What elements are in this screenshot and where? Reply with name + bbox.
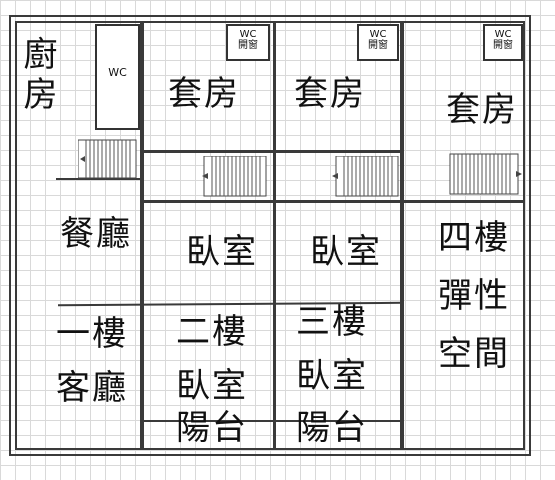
suite3-label: 套房 — [446, 90, 518, 130]
suite1-label: 套房 — [168, 74, 240, 114]
bedroom3-label: 臥室 — [310, 232, 382, 272]
suite3-wc-text2: 開窗 — [493, 40, 513, 51]
living-line1: 一樓 — [56, 314, 128, 354]
stair-3 — [332, 156, 399, 197]
wall-h-suite-bottom — [141, 150, 403, 153]
outer-wall-inner — [15, 21, 525, 450]
floor4-line2: 彈性 — [438, 276, 510, 316]
suite1-wc-text2: 開窗 — [238, 40, 258, 51]
floor3-line2: 臥室 — [296, 356, 368, 396]
wall-v1 — [140, 21, 144, 450]
stair-1 — [78, 139, 137, 179]
suite3-wc: WC 開窗 — [483, 24, 523, 61]
suite3-wc-text1: WC — [494, 29, 512, 40]
suite1-wc: WC 開窗 — [226, 24, 270, 61]
wall-h-stair-bottom — [141, 200, 525, 203]
kitchen-label: 廚房 — [17, 36, 57, 116]
suite2-wc-text2: 開窗 — [368, 40, 388, 51]
kitchen-wc-label: WC — [108, 66, 127, 79]
stair-2 — [202, 156, 267, 197]
wall-h-balcony — [141, 420, 403, 422]
floor4-line1: 四樓 — [438, 218, 510, 258]
wall-v3 — [400, 21, 404, 450]
floor2-line2: 臥室 — [176, 366, 248, 406]
suite2-wc-text1: WC — [369, 29, 387, 40]
kitchen-wc: WC — [95, 24, 140, 130]
suite2-wc: WC 開窗 — [357, 24, 399, 61]
suite2-label: 套房 — [294, 74, 366, 114]
stair-4 — [449, 153, 522, 195]
floor2-line3: 陽台 — [176, 408, 248, 448]
floor2-line1: 二樓 — [176, 312, 248, 352]
wall-v2 — [273, 21, 276, 450]
dining-label: 餐廳 — [60, 214, 132, 254]
living-line2: 客廳 — [56, 368, 128, 408]
suite1-wc-text1: WC — [239, 29, 257, 40]
floor4-line3: 空間 — [438, 334, 510, 374]
floor3-line1: 三樓 — [296, 302, 368, 342]
outer-wall — [9, 15, 531, 456]
floor3-line3: 陽台 — [296, 408, 368, 448]
bedroom2-label: 臥室 — [186, 232, 258, 272]
wall-h-kitchen-stair — [56, 178, 142, 180]
